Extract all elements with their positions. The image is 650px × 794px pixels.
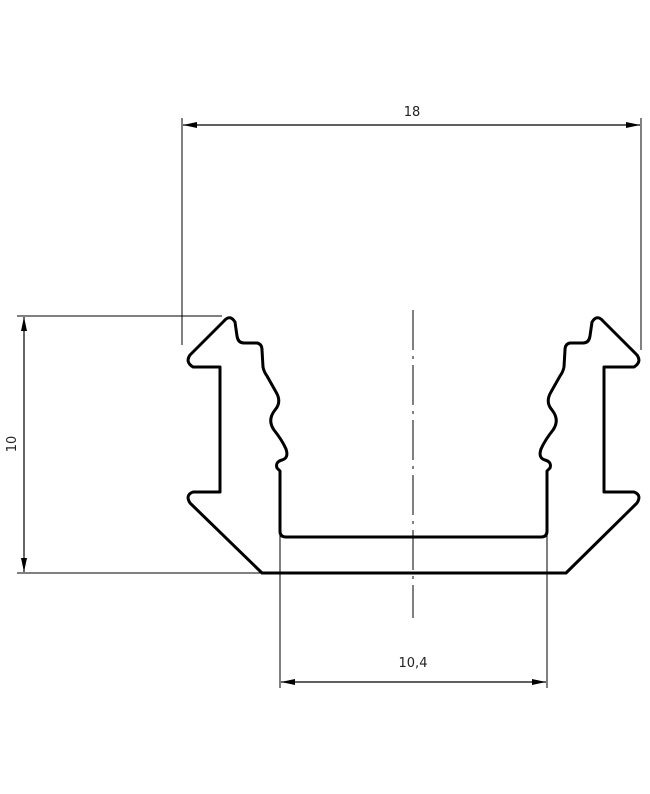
dimension-overall-width: 18 <box>181 105 642 350</box>
dimension-label-18: 18 <box>404 105 421 120</box>
dimension-label-10: 10 <box>5 436 20 453</box>
dimension-height: 10 <box>5 315 262 574</box>
profile-outline <box>186 316 641 575</box>
dimension-label-10-4: 10,4 <box>399 656 428 671</box>
